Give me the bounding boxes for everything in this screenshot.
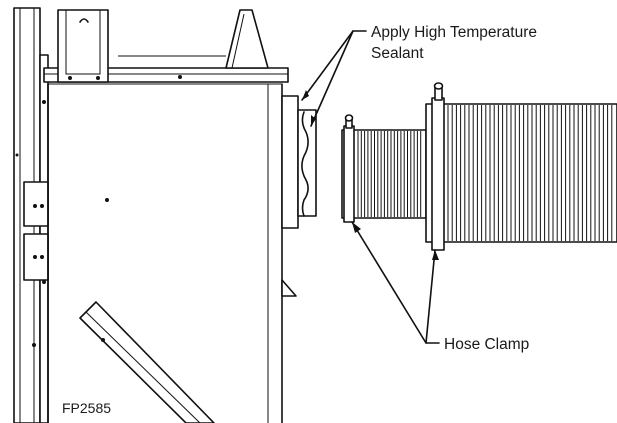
large-hose [425,82,617,251]
top-box-handle [79,18,89,23]
sealant-arrowhead-1 [302,90,309,100]
small-hose-clamp [343,125,355,223]
hose-clamp-arrowhead-2 [432,250,439,260]
hose-clamp-arrowhead-1 [352,222,361,233]
sealant-leaders [301,30,367,127]
large-hose-clamp [431,97,445,251]
hose-clamp-label: Hose Clamp [444,336,529,353]
sealant-label-line2: Sealant [371,45,424,62]
upper-bracket [23,181,49,227]
sealant-label-line1: Apply High Temperature [371,24,537,41]
large-hose-body [425,103,617,243]
sealant-bead [301,111,309,217]
sealant-arrowhead-2 [311,115,316,126]
small-hose [341,114,427,223]
top-assembly [43,9,289,83]
unit-collar [281,95,317,229]
hose-clamp-leaders [351,221,440,344]
collar-pipe [297,109,317,217]
panel-tab [281,279,297,297]
top-right-brace [225,9,269,69]
diagonal-channel [79,301,215,423]
collar-flange [281,95,299,229]
diagonal-channel-body [79,301,215,423]
figure-id-label: FP2585 [62,400,111,416]
